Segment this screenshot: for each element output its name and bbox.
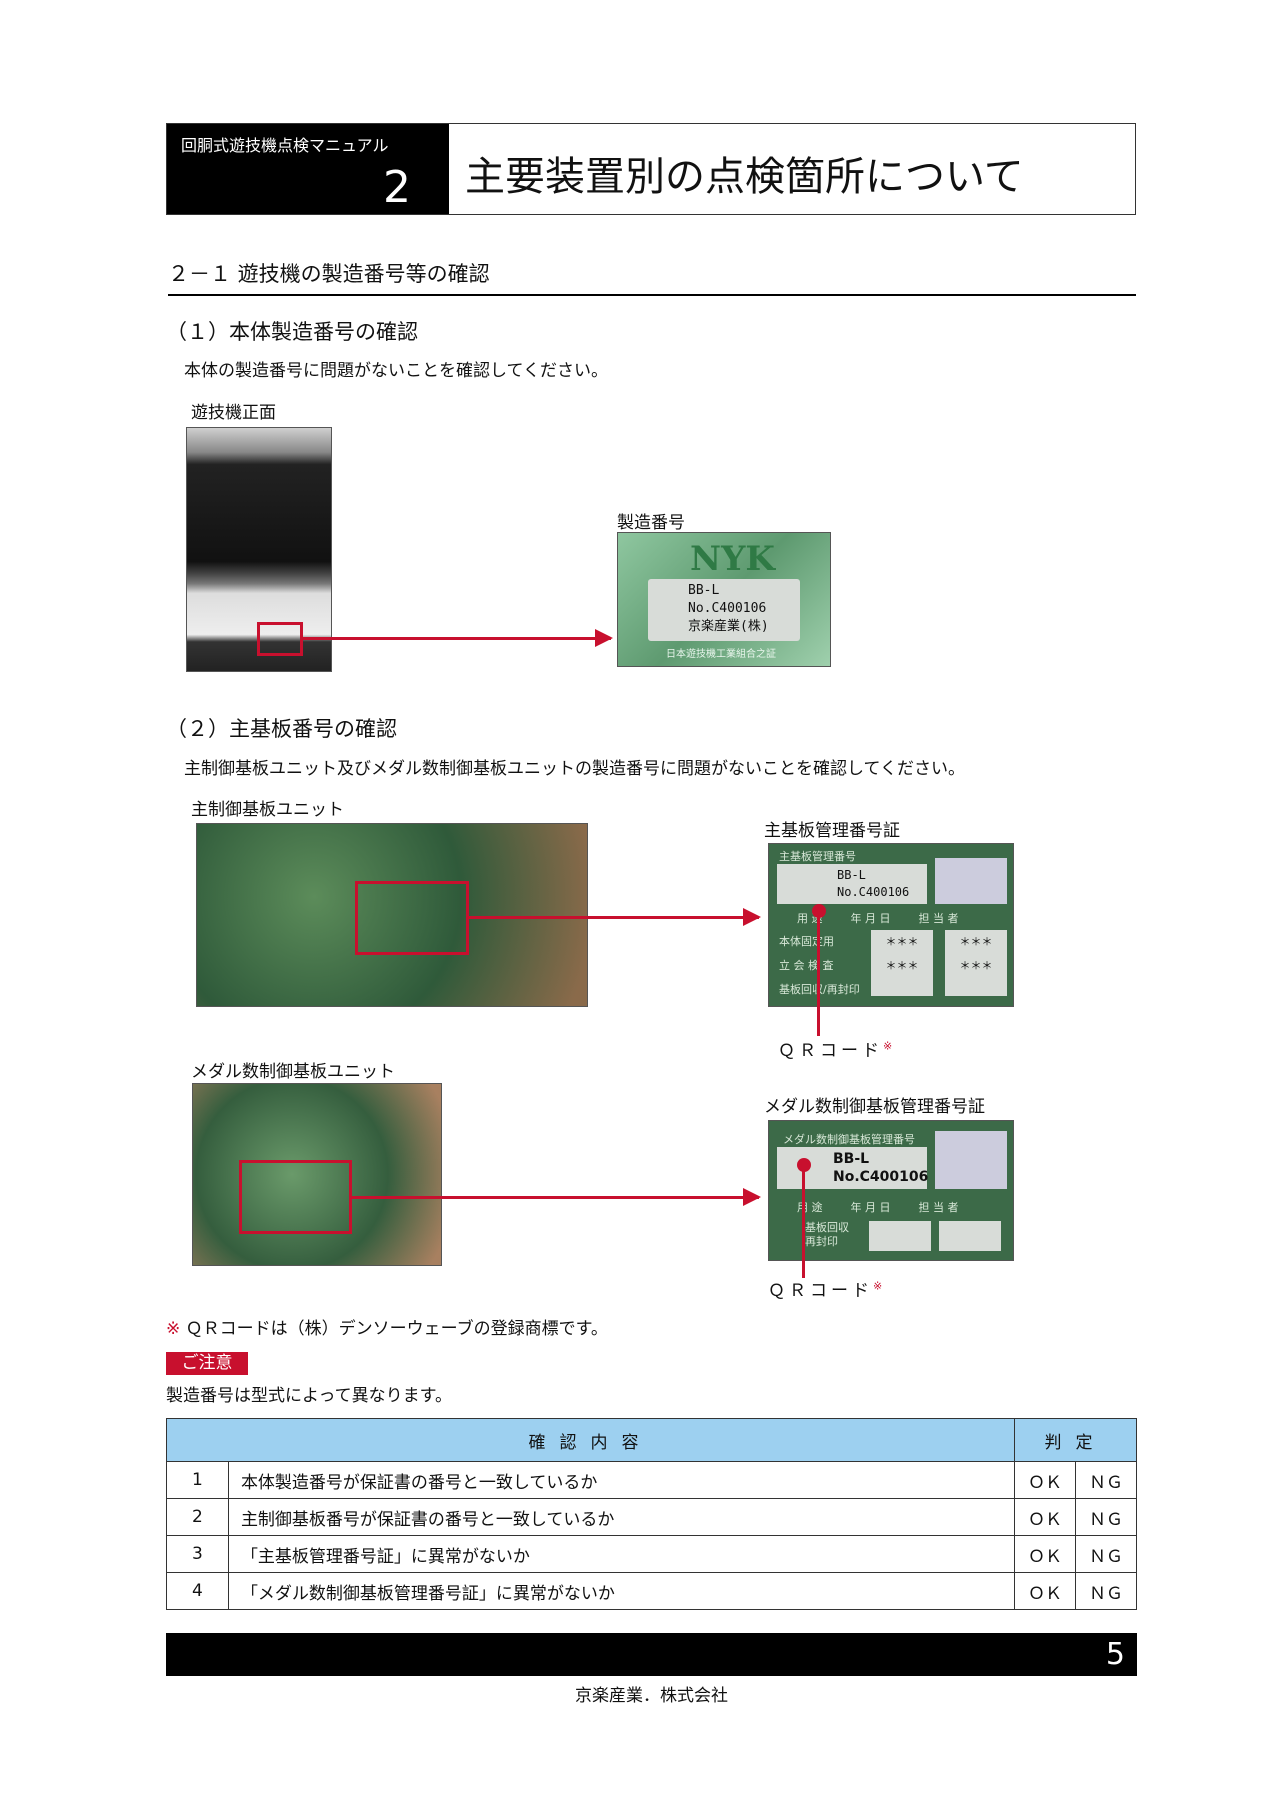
cert-col: 年 月 日 — [850, 1201, 891, 1214]
ok-option[interactable]: ＯＫ — [1014, 1498, 1077, 1536]
row-text: 「メダル数制御基板管理番号証」に異常がないか — [227, 1572, 1016, 1610]
main-unit-label: 主制御基板ユニット — [191, 800, 344, 820]
ok-option[interactable]: ＯＫ — [1014, 1461, 1077, 1499]
part2-text: 主制御基板ユニット及びメダル数制御基板ユニットの製造番号に問題がないことを確認し… — [184, 759, 965, 779]
nyk-logo: NYK — [690, 539, 775, 579]
part1-text: 本体の製造番号に問題がないことを確認してください。 — [184, 361, 608, 381]
row-number: 3 — [166, 1535, 229, 1573]
row-number: 2 — [166, 1498, 229, 1536]
ok-option[interactable]: ＯＫ — [1014, 1535, 1077, 1573]
arrow-icon — [352, 1188, 761, 1206]
main-cert-label: 主基板管理番号証 — [764, 821, 900, 841]
cert-value: ＊＊＊ — [945, 930, 1007, 954]
qr-label: ＱＲコード※ — [768, 1279, 887, 1301]
manual-title: 回胴式遊技機点検マニュアル — [181, 136, 389, 155]
medal-board-photo — [192, 1083, 442, 1266]
main-cert-number: No.C400106 — [837, 885, 910, 899]
main-cert-photo: 主基板管理番号 BB-L No.C400106 用 途 年 月 日 担 当 者 … — [768, 843, 1014, 1007]
medal-cert-title: メダル数制御基板管理番号 — [783, 1133, 915, 1146]
caution-text: 製造番号は型式によって異なります。 — [166, 1386, 452, 1406]
qr-pointer-line — [817, 910, 820, 1036]
medal-cert-label: メダル数制御基板管理番号証 — [764, 1097, 985, 1117]
cert-col: 担 当 者 — [918, 912, 959, 925]
cert-col: 用 途 — [797, 1201, 823, 1214]
part2-heading: （２）主基板番号の確認 — [166, 717, 397, 741]
main-cert-model: BB-L — [837, 868, 866, 882]
cert-row-label: 基板回収/再封印 — [779, 978, 871, 1002]
main-board-photo — [196, 823, 588, 1007]
chapter-header: 回胴式遊技機点検マニュアル 2 主要装置別の点検箇所について — [166, 123, 1136, 215]
cert-col: 年 月 日 — [850, 912, 891, 925]
medal-cert-model: BB-L — [833, 1151, 870, 1167]
company-name: 京楽産業．株式会社 — [575, 1686, 728, 1706]
row-text: 「主基板管理番号証」に異常がないか — [227, 1535, 1016, 1573]
ok-option[interactable]: ＯＫ — [1014, 1572, 1077, 1610]
footer-bar: 5 — [166, 1633, 1137, 1676]
ng-option[interactable]: ＮＧ — [1075, 1461, 1137, 1499]
row-text: 本体製造番号が保証書の番号と一致しているか — [227, 1461, 1016, 1499]
ng-option[interactable]: ＮＧ — [1075, 1535, 1137, 1573]
cert-row-label: 基板回収 再封印 — [805, 1221, 849, 1248]
chapter-number: 2 — [383, 162, 411, 213]
caution-badge: ご注意 — [166, 1352, 248, 1375]
cert-value: ＊＊＊ — [871, 930, 933, 954]
arrow-icon — [303, 629, 613, 647]
medal-cert-number: No.C400106 — [833, 1169, 929, 1185]
serial-plate-photo: NYK BB-L No.C400106 京楽産業(株) 日本遊技機工業組合之証 — [617, 532, 831, 667]
medal-cert-highlight — [239, 1160, 352, 1234]
row-number: 4 — [166, 1572, 229, 1610]
trademark-note: ※ ＱＲコードは（株）デンソーウェーブの登録商標です。 — [166, 1319, 608, 1339]
row-text: 主制御基板番号が保証書の番号と一致しているか — [227, 1498, 1016, 1536]
cert-value: ＊＊＊ — [945, 954, 1007, 978]
arrow-icon — [469, 908, 761, 926]
section-heading: ２－１ 遊技機の製造番号等の確認 — [168, 258, 1136, 296]
front-label: 遊技機正面 — [191, 403, 276, 423]
cert-row-label: 本体固定用 — [779, 935, 834, 948]
chapter-block: 回胴式遊技機点検マニュアル 2 — [167, 124, 449, 214]
plate-maker: 京楽産業(株) — [688, 619, 769, 634]
header-content: 確認内容 — [165, 1418, 1016, 1462]
ng-option[interactable]: ＮＧ — [1075, 1498, 1137, 1536]
cert-row-label: 立 会 検 査 — [779, 959, 834, 972]
header-judge: 判定 — [1014, 1418, 1137, 1462]
qr-pointer-line — [802, 1164, 805, 1278]
cert-col: 担 当 者 — [918, 1201, 959, 1214]
plate-number: No.C400106 — [688, 601, 767, 616]
main-cert-highlight — [355, 881, 469, 955]
page-title: 主要装置別の点検箇所について — [465, 154, 1024, 200]
ng-option[interactable]: ＮＧ — [1075, 1572, 1137, 1610]
row-number: 1 — [166, 1461, 229, 1499]
cert-value: ＊＊＊ — [871, 954, 933, 978]
serial-label: 製造番号 — [617, 513, 685, 533]
plate-footer: 日本遊技機工業組合之証 — [666, 649, 776, 660]
qr-label: ＱＲコード※ — [778, 1039, 897, 1061]
table-header: 確認内容判定 — [165, 1418, 1137, 1462]
serial-highlight — [257, 622, 303, 656]
page-number: 5 — [1105, 1637, 1125, 1672]
medal-unit-label: メダル数制御基板ユニット — [191, 1062, 395, 1082]
part1-heading: （１）本体製造番号の確認 — [166, 320, 418, 344]
main-cert-title: 主基板管理番号 — [779, 850, 856, 863]
plate-model: BB-L — [688, 583, 720, 598]
